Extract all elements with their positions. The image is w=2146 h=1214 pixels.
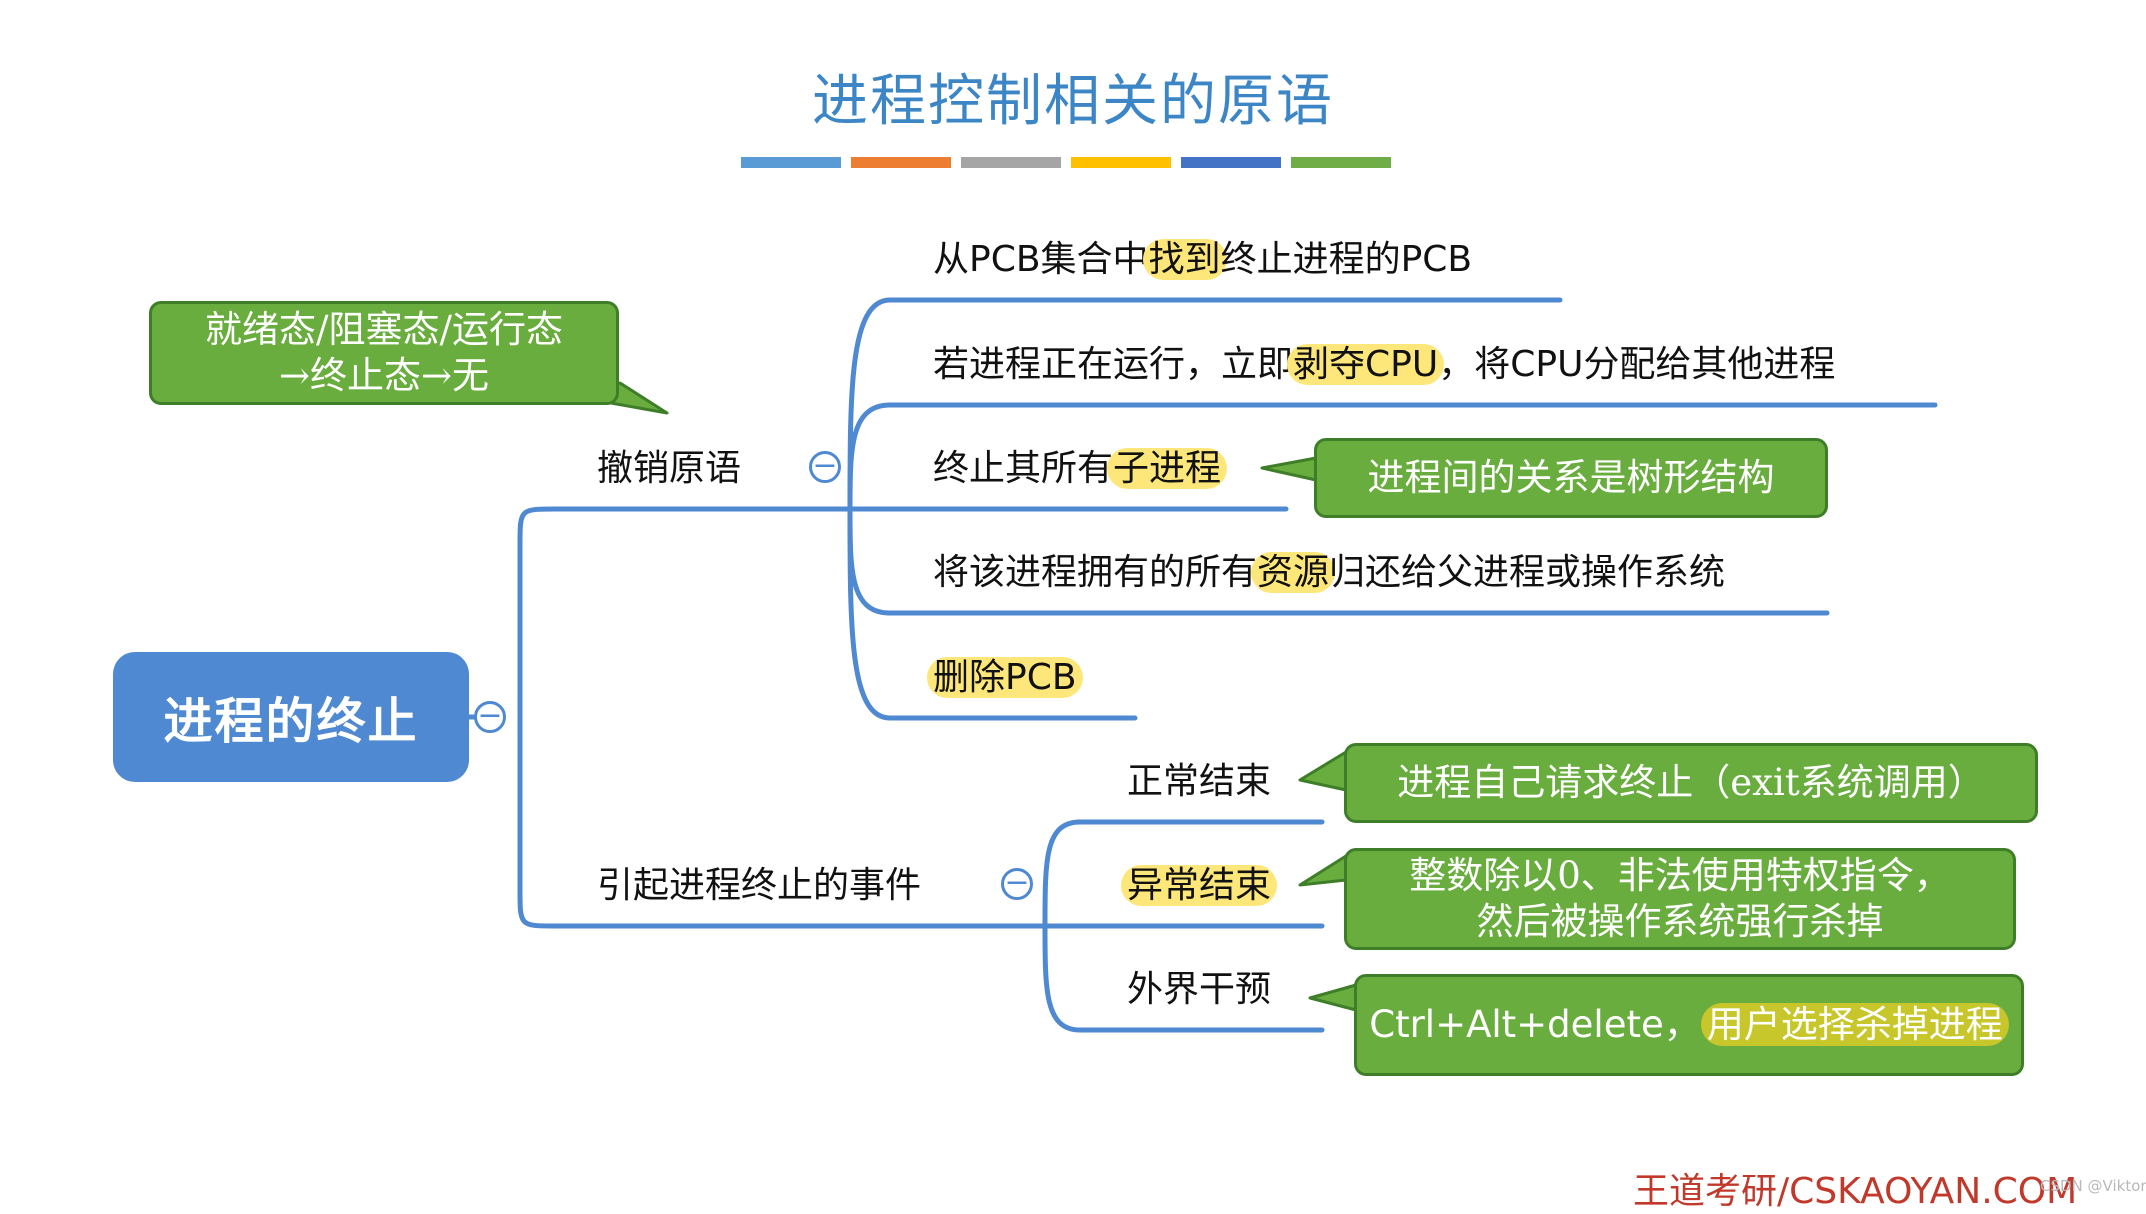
minus-icon: − (477, 697, 503, 733)
node-text: 从PCB集合中 (933, 239, 1149, 280)
callout-text: 然后被操作系统强行杀掉 (1476, 900, 1884, 943)
credit-text: CSDN @Viktoriae (2040, 1177, 2146, 1195)
node-highlight: 资源 (1251, 552, 1336, 593)
title-bar-6 (1291, 157, 1391, 168)
node-text: ，将CPU分配给其他进程 (1438, 344, 1836, 385)
node-text: 正常结束 (1127, 761, 1272, 802)
callout-text: 进程间的关系是树形结构 (1367, 456, 1775, 499)
revoke-step-delete-pcb[interactable]: 删除PCB (927, 656, 1083, 700)
node-highlight: 找到 (1142, 239, 1227, 280)
node-text: 归还给父进程或操作系统 (1329, 552, 1726, 593)
callout-user-kill: Ctrl+Alt+delete，用户选择杀掉进程 (1354, 974, 2024, 1076)
minus-icon: − (812, 447, 838, 483)
node-text: 将该进程拥有的所有 (933, 552, 1258, 593)
callout-state-transition: 就绪态/阻塞态/运行态 →终止态→无 (149, 301, 619, 405)
watermark: 王道考研/CSKAOYAN.COM (1633, 1171, 2078, 1212)
revoke-step-find-pcb[interactable]: 从PCB集合中找到终止进程的PCB (933, 238, 1472, 282)
slide-title: 进程控制相关的原语 (812, 69, 1334, 134)
callout-text: 进程自己请求终止（exit系统调用） (1397, 761, 1985, 804)
callout-highlight: 用户选择杀掉进程 (1700, 1003, 2009, 1046)
node-text: 终止进程的PCB (1220, 239, 1473, 280)
node-highlight: 删除PCB (927, 657, 1083, 698)
node-text: 若进程正在运行，立即 (933, 344, 1294, 385)
branch-revoke-primitive[interactable]: 撤销原语 (597, 448, 742, 489)
event-external-intervention[interactable]: 外界干预 (1127, 968, 1271, 1012)
title-bar-5 (1181, 157, 1281, 168)
callout-text: 就绪态/阻塞态/运行态 (205, 308, 563, 351)
root-collapse-toggle[interactable]: − (474, 697, 506, 733)
revoke-step-kill-children[interactable]: 终止其所有子进程 (933, 447, 1228, 491)
branch-termination-events[interactable]: 引起进程终止的事件 (597, 865, 922, 906)
title-bar-2 (851, 157, 951, 168)
callout-exit-syscall: 进程自己请求终止（exit系统调用） (1344, 743, 2038, 823)
revoke-collapse-toggle[interactable]: − (809, 447, 841, 483)
node-text: 外界干预 (1127, 969, 1272, 1010)
callout-text: Ctrl+Alt+delete，用户选择杀掉进程 (1369, 1002, 2009, 1048)
callout-shortcut-text: Ctrl+Alt+delete， (1369, 1003, 1701, 1046)
node-highlight: 子进程 (1107, 448, 1228, 489)
event-abnormal-end[interactable]: 异常结束 (1121, 864, 1278, 908)
node-highlight: 异常结束 (1121, 865, 1278, 906)
title-bar-1 (741, 157, 841, 168)
callout-text: →终止态→无 (278, 354, 489, 397)
revoke-step-preempt-cpu[interactable]: 若进程正在运行，立即剥夺CPU，将CPU分配给其他进程 (933, 343, 1835, 387)
title-bar-3 (961, 157, 1061, 168)
event-normal-end[interactable]: 正常结束 (1127, 760, 1271, 804)
callout-process-tree: 进程间的关系是树形结构 (1314, 438, 1828, 518)
events-collapse-toggle[interactable]: − (1001, 864, 1033, 900)
minus-icon: − (1004, 864, 1030, 900)
callout-abnormal-kill: 整数除以0、非法使用特权指令， 然后被操作系统强行杀掉 (1344, 848, 2016, 950)
root-node[interactable]: 进程的终止 (113, 652, 469, 782)
node-highlight: 剥夺CPU (1287, 344, 1445, 385)
node-text: 终止其所有 (933, 448, 1114, 489)
revoke-step-return-resources[interactable]: 将该进程拥有的所有资源归还给父进程或操作系统 (933, 551, 1725, 595)
title-bar-4 (1071, 157, 1171, 168)
callout-text: 整数除以0、非法使用特权指令， (1409, 854, 1951, 897)
